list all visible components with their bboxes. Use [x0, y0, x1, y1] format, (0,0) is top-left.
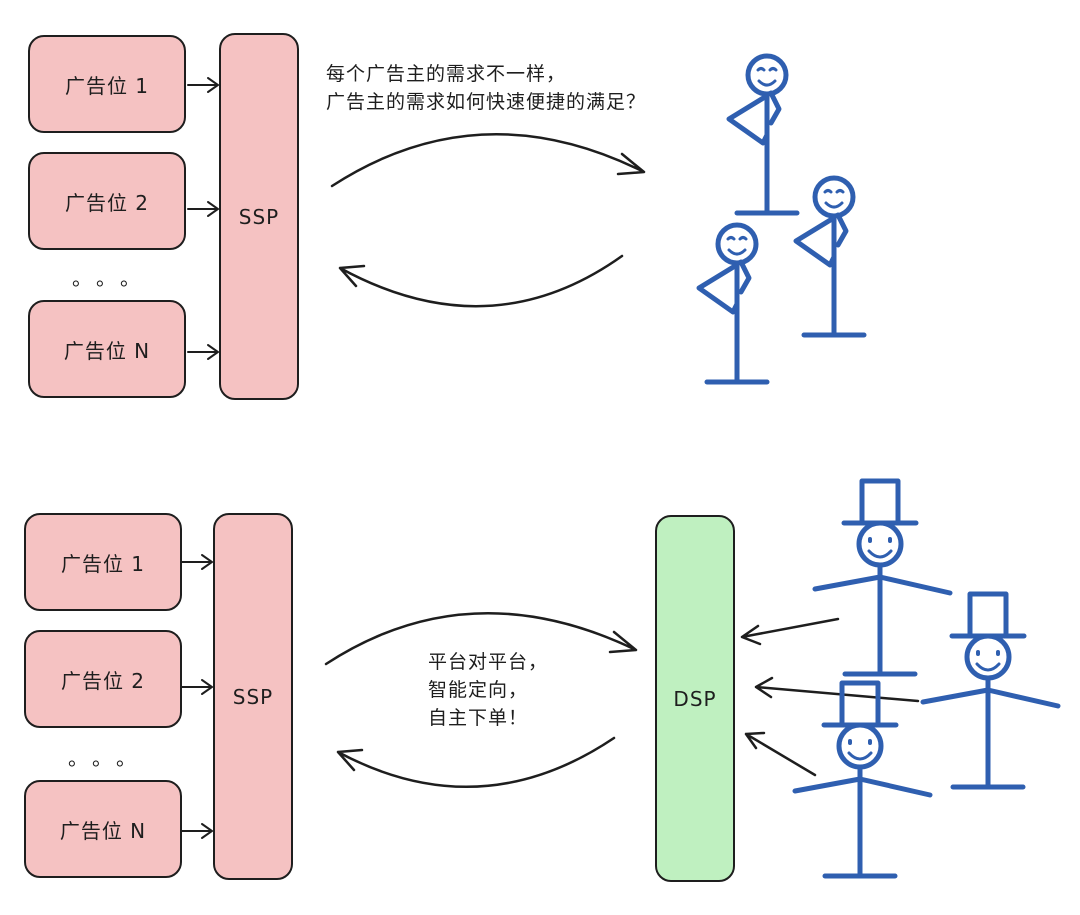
bottom-slot-n-label: 广告位 N — [59, 818, 147, 843]
bottom-slot-2-label: 广告位 2 — [60, 668, 146, 693]
top-response-arrow — [338, 254, 624, 308]
bottom-caption-line-2: 智能定向， — [428, 679, 529, 701]
bottom-caption: 平台对平台， 智能定向， 自主下单！ — [428, 648, 548, 732]
bottom-ssp-box: SSP — [213, 513, 293, 880]
top-slot-1-label: 广告位 1 — [64, 73, 150, 98]
bottom-ellipsis: 。。。 — [68, 746, 150, 770]
dsp-label: DSP — [673, 686, 717, 711]
advertiser-to-dsp-arrows — [740, 617, 920, 777]
advertiser-figure-1 — [729, 56, 797, 213]
bottom-response-arrow — [336, 736, 616, 789]
top-caption-line-2: 广告主的需求如何快速便捷的满足？ — [326, 91, 647, 113]
advertiser-figure-3 — [699, 225, 767, 382]
top-slot-arrows — [187, 77, 220, 360]
bottom-slot-n: 广告位 N — [24, 780, 182, 878]
bottom-caption-line-3: 自主下单！ — [428, 707, 529, 729]
top-hat-advertiser-2 — [923, 594, 1058, 787]
top-slot-2: 广告位 2 — [28, 152, 186, 250]
top-hat-advertiser-1 — [815, 481, 950, 674]
top-hat-advertisers — [795, 481, 1058, 876]
bottom-ssp-label: SSP — [232, 684, 274, 709]
top-slot-2-label: 广告位 2 — [64, 190, 150, 215]
top-slot-n-label: 广告位 N — [63, 338, 151, 363]
top-ellipsis: 。。。 — [72, 266, 154, 290]
bottom-request-arrow — [324, 612, 638, 666]
top-slot-n: 广告位 N — [28, 300, 186, 398]
top-caption: 每个广告主的需求不一样， 广告主的需求如何快速便捷的满足？ — [326, 60, 646, 116]
advertiser-figure-2 — [796, 178, 864, 335]
top-caption-line-1: 每个广告主的需求不一样， — [326, 63, 567, 85]
top-request-arrow — [330, 133, 646, 188]
bottom-caption-line-1: 平台对平台， — [428, 651, 549, 673]
bottom-slot-1: 广告位 1 — [24, 513, 182, 611]
top-ssp-label: SSP — [238, 204, 280, 229]
dsp-box: DSP — [655, 515, 735, 882]
bottom-slot-1-label: 广告位 1 — [60, 551, 146, 576]
top-hat-advertiser-3 — [795, 683, 930, 876]
advertiser-figures — [699, 56, 864, 382]
bottom-slot-arrows — [181, 554, 214, 839]
top-slot-1: 广告位 1 — [28, 35, 186, 133]
bottom-slot-2: 广告位 2 — [24, 630, 182, 728]
top-ssp-box: SSP — [219, 33, 299, 400]
